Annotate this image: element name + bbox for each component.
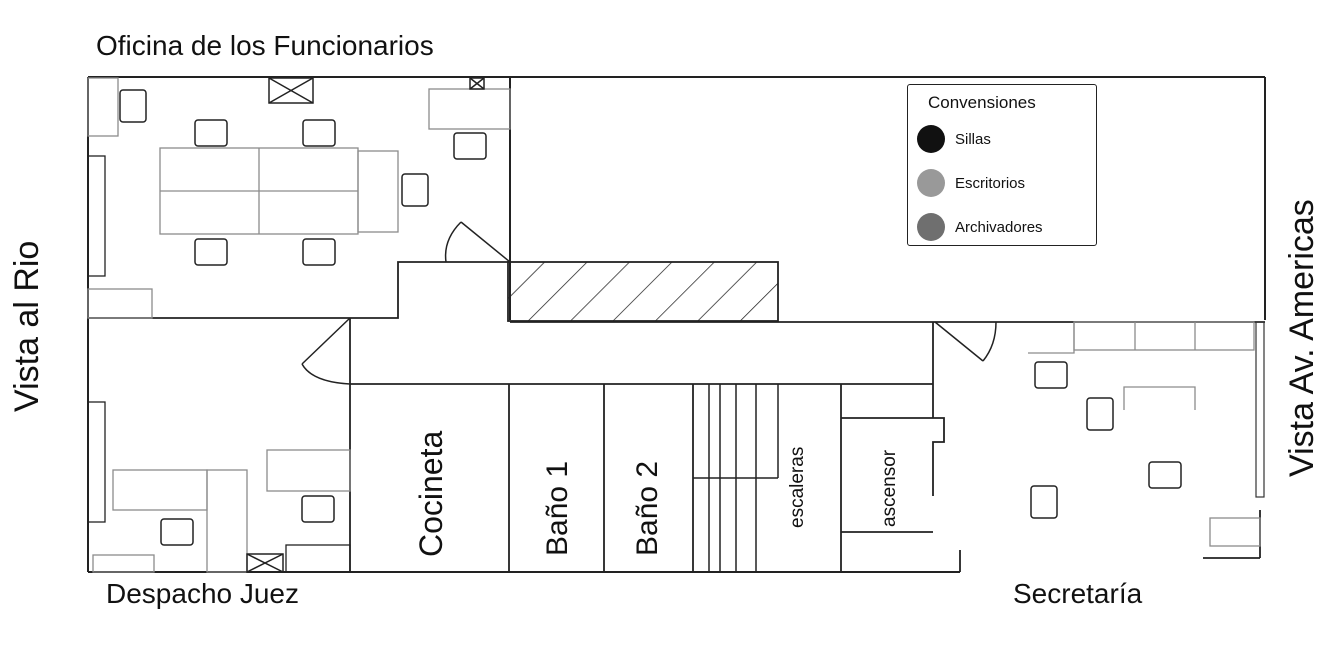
legend-label: Sillas	[955, 130, 991, 148]
vent-boxes	[246, 77, 485, 573]
legend-item-archivadores: Archivadores	[917, 213, 1043, 241]
room-label-cocineta: Cocineta	[413, 430, 449, 557]
hatched-void	[507, 261, 779, 322]
room-label-ascensor: ascensor	[879, 449, 900, 527]
room-label-bano-2: Baño 2	[631, 460, 664, 556]
side-label-vista-americas: Vista Av. Americas	[1283, 199, 1321, 477]
window-right	[1255, 321, 1265, 498]
page-title: Oficina de los Funcionarios	[96, 30, 434, 61]
chairs	[119, 89, 1182, 546]
stairs-drawing	[693, 384, 779, 572]
legend-title: Convensiones	[928, 93, 1036, 112]
desk-swatch-icon	[917, 169, 945, 197]
room-label-despacho-juez: Despacho Juez	[106, 578, 300, 609]
legend-label: Archivadores	[955, 218, 1043, 236]
legend-label: Escritorios	[955, 174, 1026, 192]
chair-swatch-icon	[917, 125, 945, 153]
side-label-vista-rio: Vista al Rio	[8, 240, 46, 412]
room-label-secretaria: Secretaría	[1013, 578, 1143, 609]
legend-item-sillas: Sillas	[917, 125, 991, 153]
cabinet-swatch-icon	[917, 213, 945, 241]
legend-item-escritorios: Escritorios	[917, 169, 1025, 197]
room-label-bano-1: Baño 1	[541, 460, 574, 556]
room-label-escaleras: escaleras	[787, 446, 808, 528]
doors	[301, 221, 997, 385]
legend-box: Convensiones Sillas Escritorios Archivad…	[907, 84, 1097, 246]
